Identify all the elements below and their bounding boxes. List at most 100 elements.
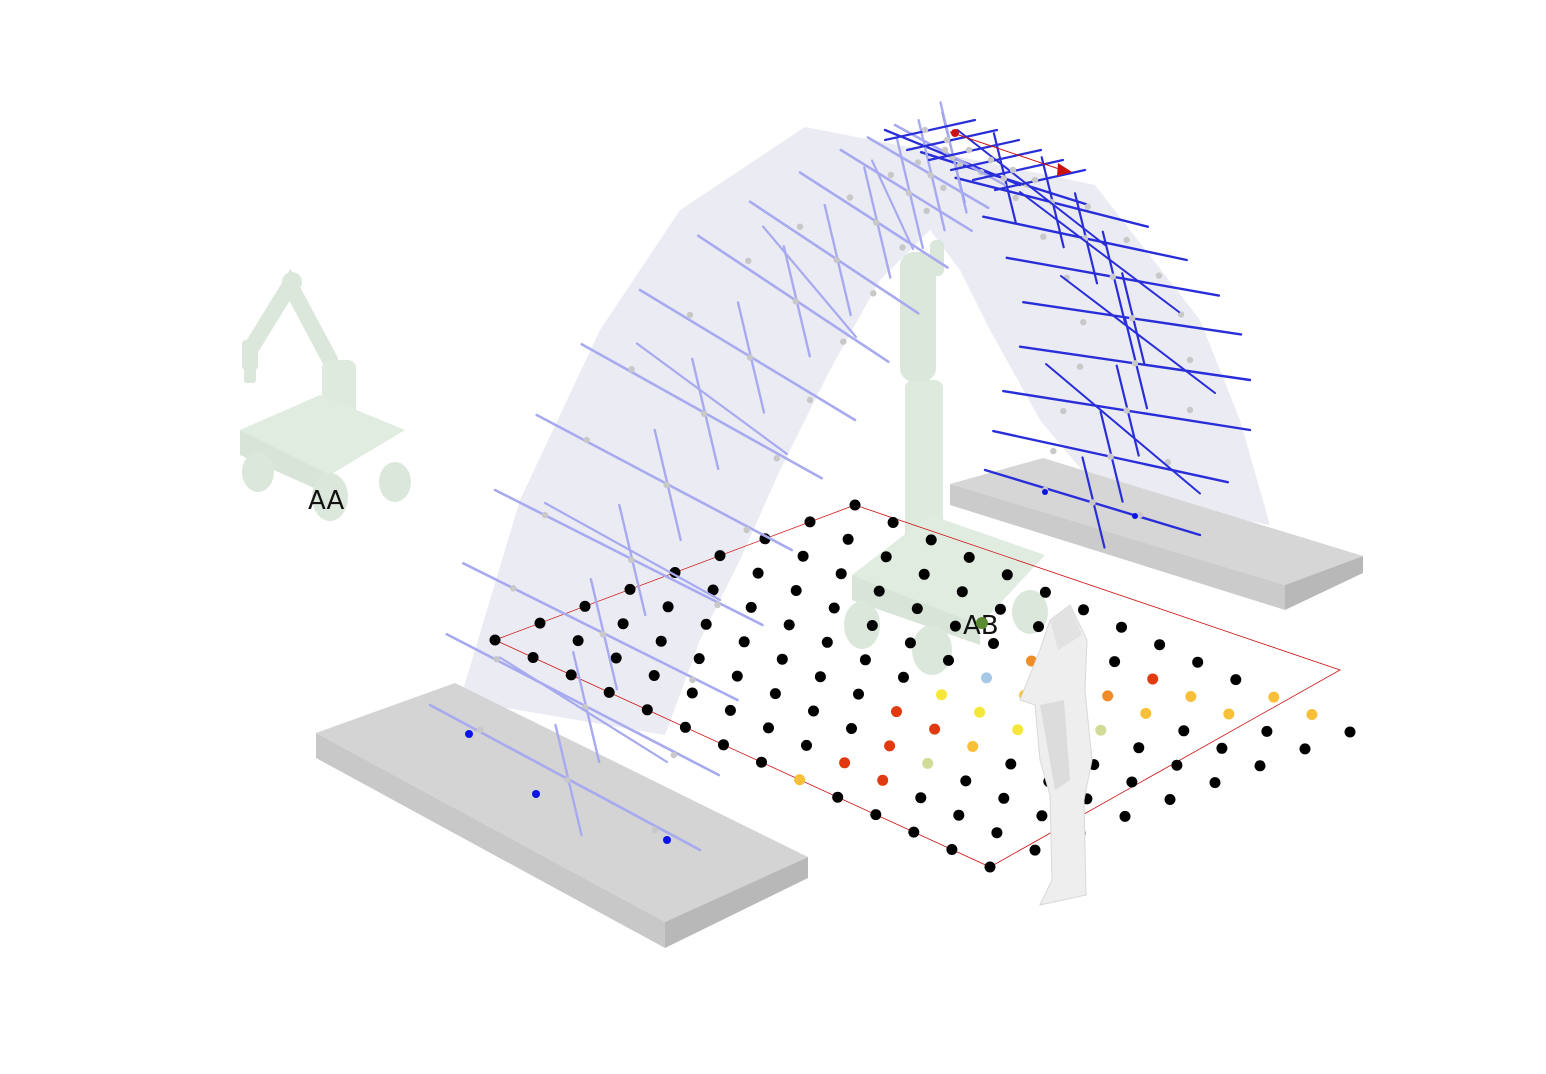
strut bbox=[580, 342, 824, 480]
joint bbox=[873, 219, 880, 226]
joint bbox=[1000, 175, 1008, 182]
joint bbox=[1109, 273, 1117, 280]
joint bbox=[914, 159, 922, 166]
grid-point bbox=[922, 757, 934, 769]
grid-point bbox=[842, 533, 854, 545]
grid-point bbox=[853, 688, 864, 700]
grid-point bbox=[1154, 639, 1166, 651]
joint bbox=[923, 207, 930, 214]
joint bbox=[1031, 176, 1039, 184]
grid-point bbox=[1147, 673, 1159, 685]
grid-point bbox=[880, 551, 892, 563]
joint bbox=[1129, 315, 1136, 322]
joint bbox=[599, 631, 607, 638]
joint bbox=[745, 257, 752, 264]
grid-point bbox=[1223, 708, 1235, 720]
joint bbox=[965, 146, 973, 154]
joint bbox=[792, 298, 799, 305]
strut bbox=[638, 288, 857, 422]
grid-point bbox=[866, 620, 878, 631]
joint bbox=[1123, 236, 1130, 244]
grid-point bbox=[991, 827, 1003, 839]
grid-point bbox=[839, 757, 851, 769]
grid-point bbox=[960, 775, 972, 787]
grid-point bbox=[1029, 844, 1041, 856]
grid-point bbox=[724, 704, 736, 716]
joint bbox=[564, 776, 571, 784]
joint bbox=[541, 511, 549, 519]
grid-point bbox=[718, 739, 729, 751]
grid-point bbox=[998, 792, 1010, 804]
grid-point bbox=[1192, 656, 1204, 668]
grid-point bbox=[489, 634, 501, 646]
grid-point bbox=[707, 584, 719, 596]
joint bbox=[840, 338, 847, 345]
strut bbox=[949, 148, 1043, 172]
joint bbox=[701, 410, 708, 417]
strut bbox=[1060, 275, 1216, 394]
grid-point bbox=[572, 635, 584, 647]
grid-point bbox=[956, 586, 968, 598]
joint bbox=[1107, 453, 1114, 460]
grid-point bbox=[801, 739, 812, 751]
joint bbox=[1084, 203, 1092, 210]
strut bbox=[428, 703, 702, 852]
grid-point bbox=[949, 620, 961, 632]
joint bbox=[806, 396, 814, 404]
joint bbox=[1040, 233, 1047, 240]
grid-point bbox=[870, 809, 882, 821]
grid-point bbox=[610, 652, 622, 664]
grid-point bbox=[769, 688, 781, 700]
grid-point bbox=[898, 671, 909, 683]
joint bbox=[887, 171, 894, 179]
strut bbox=[543, 501, 722, 602]
mobile-robot-icon bbox=[240, 268, 411, 521]
grid-point bbox=[1230, 674, 1242, 686]
joint bbox=[846, 194, 854, 201]
grid-point bbox=[918, 568, 930, 580]
joint bbox=[746, 354, 754, 361]
grid-point bbox=[908, 826, 920, 838]
grid-point bbox=[967, 741, 979, 752]
grid-point bbox=[679, 721, 691, 733]
joint bbox=[921, 126, 929, 134]
grid-point bbox=[984, 861, 996, 873]
grid-point bbox=[624, 583, 636, 595]
grid-point bbox=[1109, 656, 1121, 668]
joint bbox=[927, 172, 934, 179]
grid-point bbox=[662, 601, 674, 613]
strut bbox=[798, 171, 949, 269]
grid-point bbox=[603, 686, 615, 698]
joint bbox=[1136, 511, 1144, 519]
grid-point bbox=[832, 791, 844, 803]
grid-point bbox=[804, 516, 816, 528]
grid-point bbox=[1001, 569, 1013, 581]
grid-point bbox=[808, 705, 819, 717]
strut bbox=[866, 136, 990, 210]
human-figure-icon bbox=[1019, 604, 1093, 906]
joint bbox=[1186, 356, 1194, 364]
grid-point bbox=[821, 636, 833, 648]
grid-point bbox=[1261, 725, 1273, 737]
strut bbox=[883, 118, 977, 142]
joint bbox=[1131, 360, 1139, 367]
grid-point bbox=[738, 636, 750, 648]
strut bbox=[535, 413, 794, 552]
grid-point bbox=[946, 844, 958, 855]
grid-point bbox=[963, 551, 975, 563]
support-foot bbox=[465, 730, 473, 738]
support-foot bbox=[532, 790, 540, 798]
joint bbox=[714, 601, 721, 609]
grid-point bbox=[1164, 794, 1176, 805]
joint bbox=[987, 156, 995, 164]
grid-point bbox=[859, 654, 871, 666]
grid-point bbox=[763, 722, 774, 734]
grid-point bbox=[1119, 810, 1131, 822]
grid-point bbox=[1095, 724, 1107, 736]
grid-point bbox=[929, 723, 941, 735]
robot-ab-marker bbox=[976, 617, 988, 629]
joint bbox=[628, 366, 635, 373]
joint bbox=[510, 585, 517, 592]
grid-point bbox=[731, 670, 743, 682]
joint bbox=[905, 189, 912, 197]
